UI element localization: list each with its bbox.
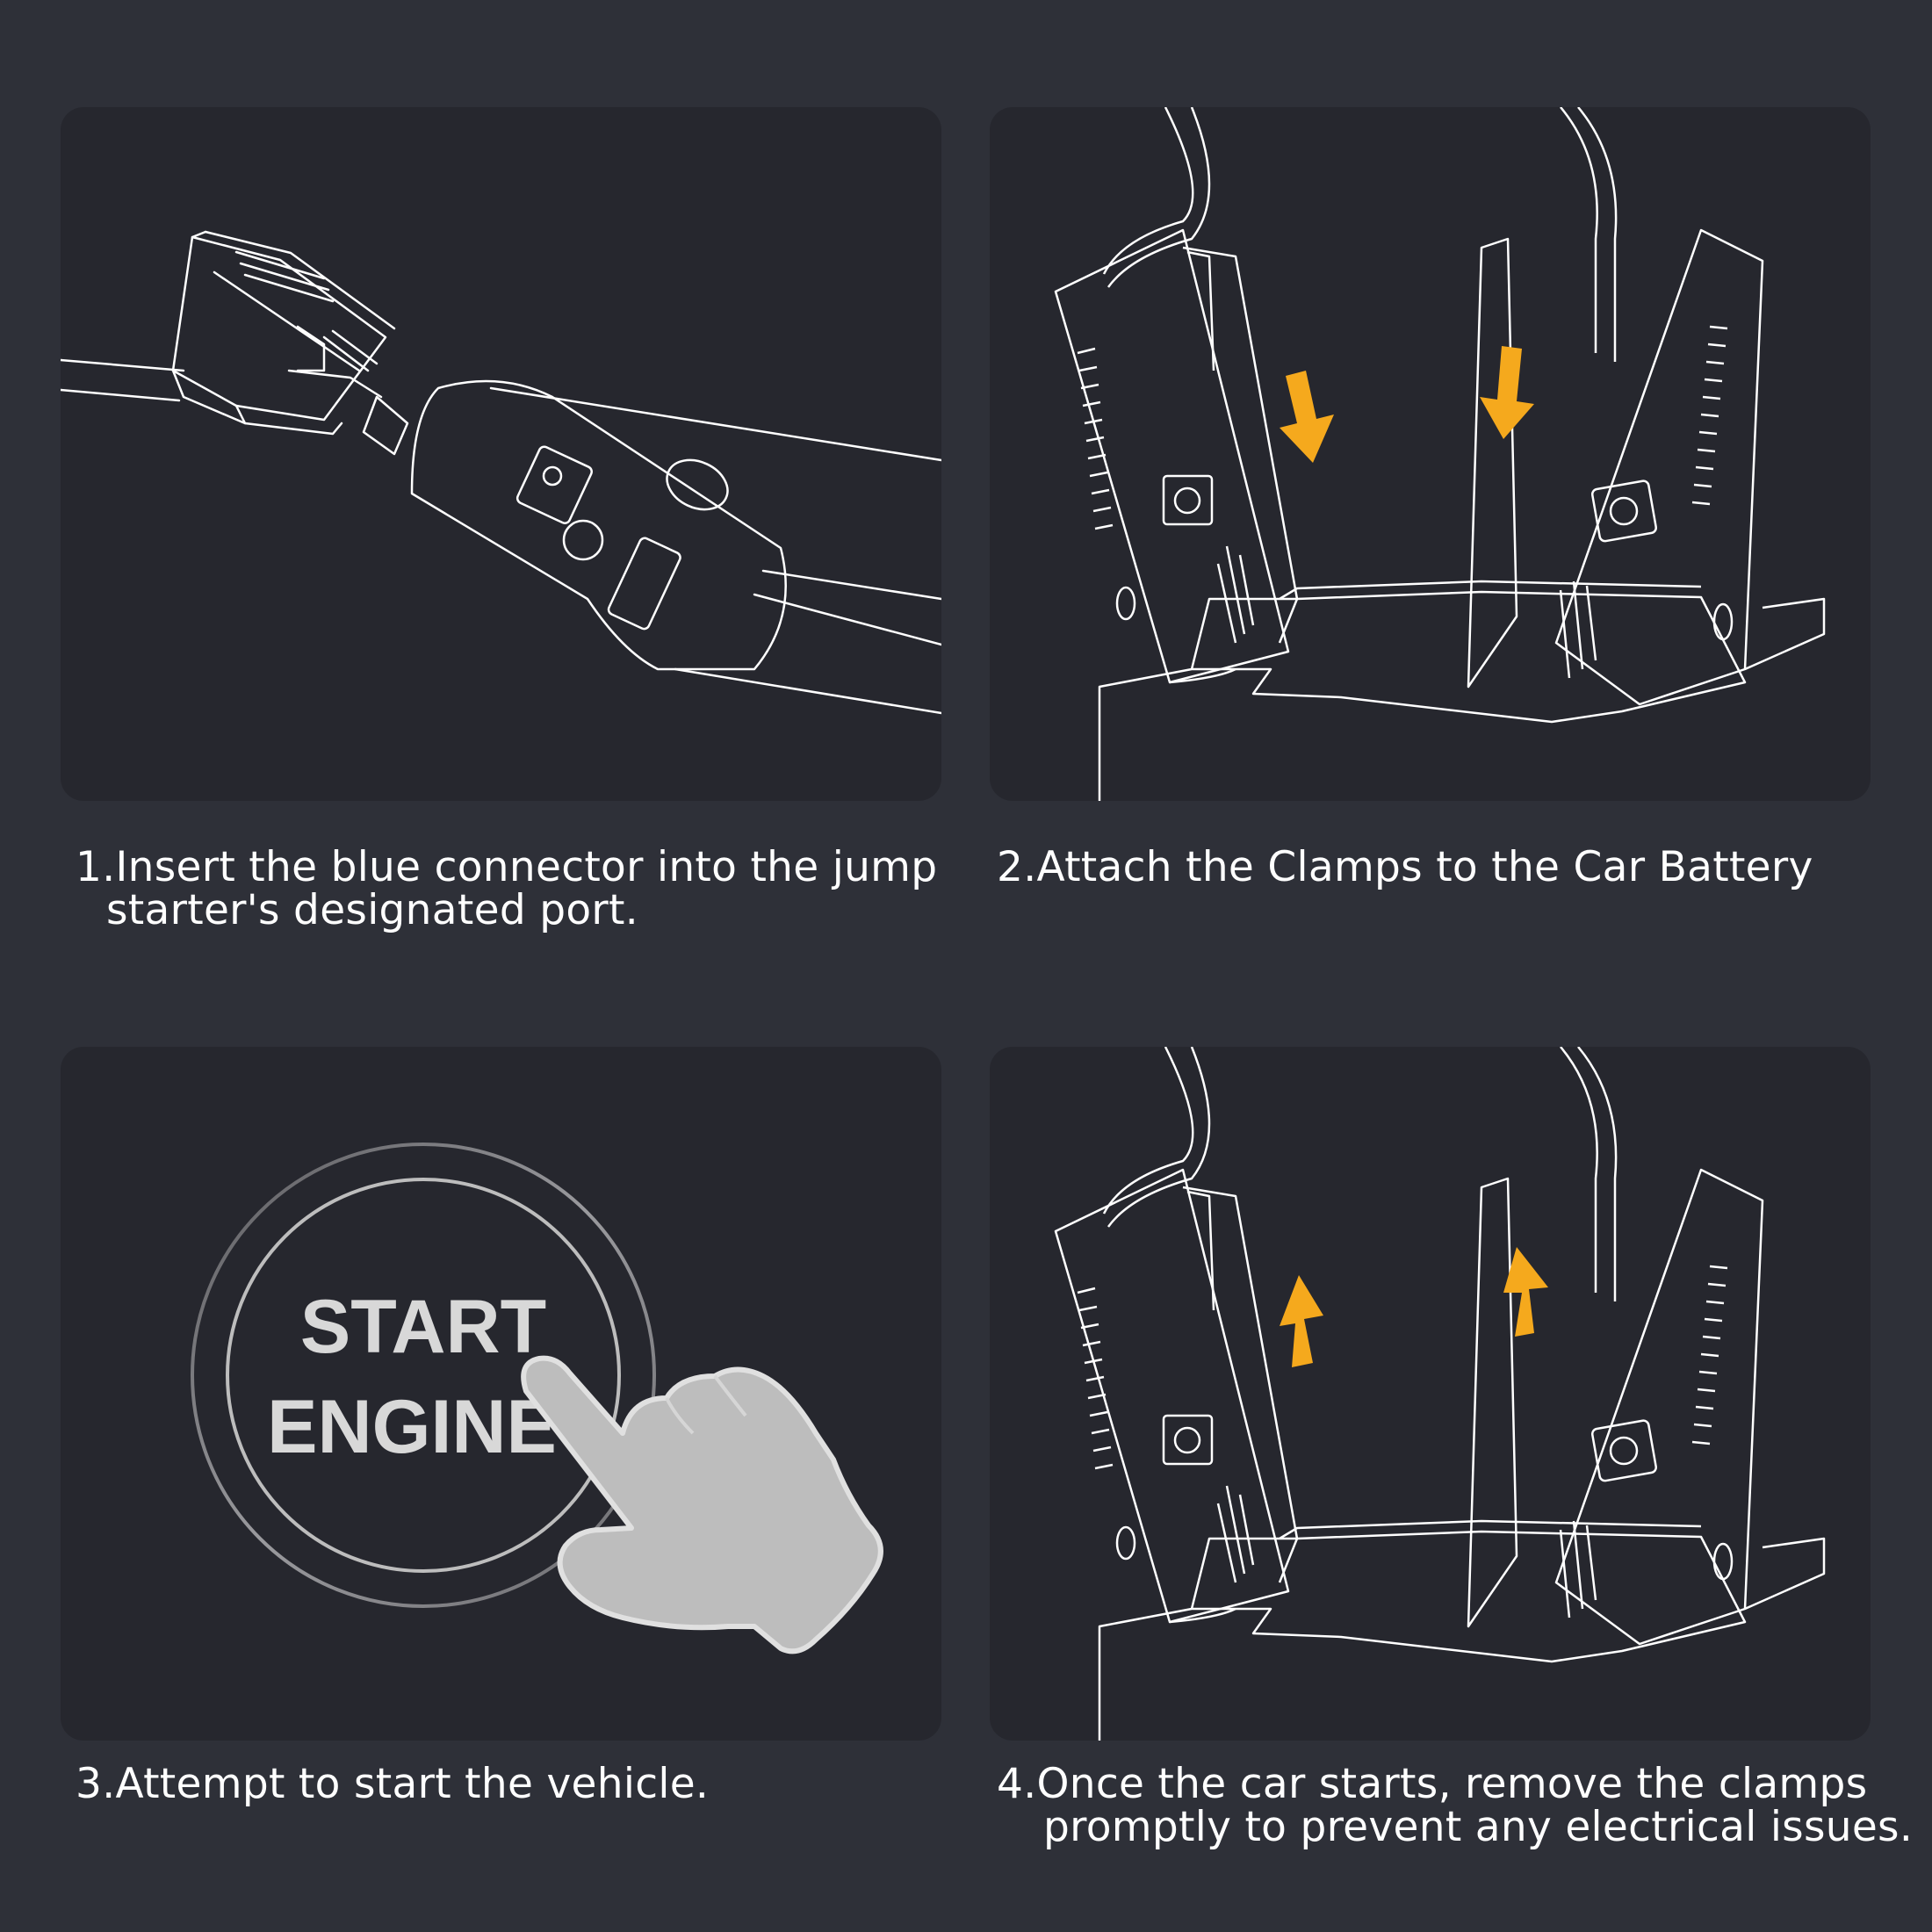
step-4-text-line1: Once the car starts, remove the clamps [1036,1760,1868,1808]
arrow-up-icon [1503,1247,1548,1337]
pointing-hand-icon [521,1355,883,1654]
step-1-text-line1: Insert the blue connector into the jump [115,843,938,891]
step-2-caption: 2.Attach the Clamps to the Car Battery [997,846,1813,889]
step-2-text-line1: Attach the Clamps to the Car Battery [1036,843,1813,891]
arrow-down-icon [1480,346,1534,439]
battery-clamps-attach-illustration [1054,107,1826,801]
step-2-number: 2. [997,843,1037,891]
step-4-text-line2: promptly to prevent any electrical issue… [1043,1803,1914,1851]
step-1-number: 1. [76,843,116,891]
step-3-text-line1: Attempt to start the vehicle. [115,1760,710,1808]
step-4-number: 4. [997,1760,1037,1808]
start-button-label-line1: START [300,1285,546,1369]
start-button-inner-ring [226,1178,621,1573]
start-engine-button-illustration: START ENGINE [191,1143,883,1654]
jump-starter-connector-illustration [61,230,941,715]
step-1-text-line2: starter's designated port. [106,886,638,934]
step-2-illustration-panel [990,107,1871,801]
step-3-illustration-panel: START ENGINE [61,1047,941,1741]
arrow-down-icon [1280,371,1334,463]
start-button-label-line2: ENGINE [267,1385,557,1469]
battery-clamps-remove-illustration [1054,1047,1826,1741]
step-4-caption: 4.Once the car starts, remove the clamps… [997,1763,1913,1849]
arrow-up-icon [1280,1275,1323,1367]
start-button-outer-ring [191,1143,656,1608]
step-1-illustration-panel [61,107,941,801]
step-1-caption: 1.Insert the blue connector into the jum… [76,846,937,932]
step-3-number: 3. [76,1760,116,1808]
step-4-illustration-panel [990,1047,1871,1741]
step-3-caption: 3.Attempt to start the vehicle. [76,1763,709,1806]
